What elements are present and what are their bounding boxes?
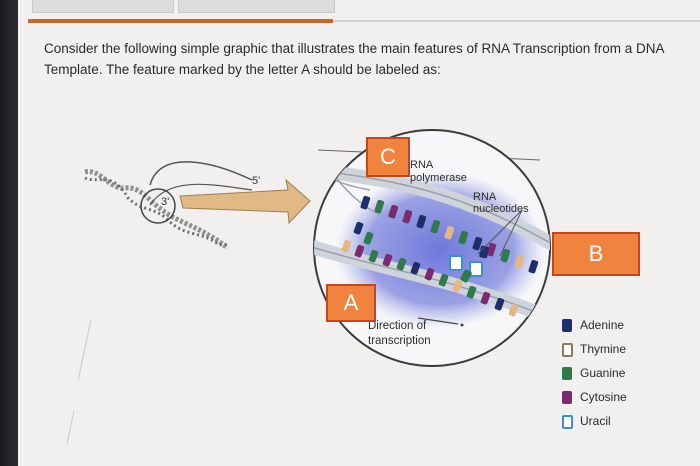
browser-tab[interactable] (32, 0, 174, 13)
section-header-bar (28, 19, 333, 23)
browser-tab[interactable] (178, 0, 335, 13)
magnified-view (313, 129, 551, 367)
question-text: Consider the following simple graphic th… (44, 41, 664, 77)
marker-b[interactable]: B (552, 232, 640, 276)
guanine-icon (562, 367, 572, 380)
cytosine-icon (562, 391, 572, 404)
five-prime-label: 5' (252, 175, 260, 187)
dna-helix-overview (84, 161, 253, 251)
rna-polymerase-label: RNA polymerase (410, 159, 467, 184)
direction-label: Direction of transcription (368, 320, 431, 347)
marker-c: C (366, 137, 410, 177)
template-strand-bases (360, 195, 539, 274)
three-prime-label: 3' (161, 196, 169, 208)
free-rna-nucleotides (449, 245, 489, 283)
rna-nucleotides-label: RNA nucleotides (473, 191, 529, 215)
rna-strand-bases (341, 221, 519, 317)
zoom-arrow (179, 178, 311, 225)
uracil-icon (562, 415, 573, 429)
adenine-icon (562, 319, 572, 332)
marker-a: A (326, 284, 376, 322)
thymine-icon (562, 343, 573, 357)
header-divider (333, 20, 700, 22)
